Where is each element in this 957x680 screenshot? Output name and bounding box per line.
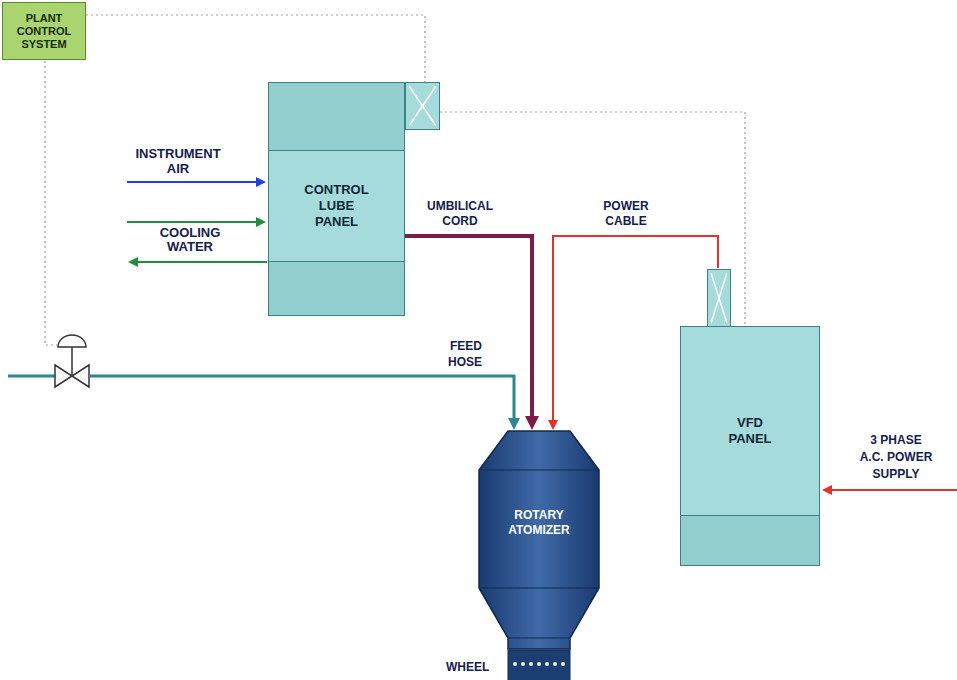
wheel-hole (513, 662, 517, 666)
terminal-cross (711, 273, 727, 323)
signal-line (45, 61, 57, 345)
terminal-mark (409, 86, 436, 126)
flow-label: FEED HOSE (424, 338, 482, 370)
cooling-water-in-arrow (127, 221, 256, 223)
control-system-box: PLANT CONTROL SYSTEM (2, 2, 86, 60)
terminal-mark (711, 273, 727, 323)
cooling-water-out-arrow (138, 261, 267, 263)
terminal-box (707, 269, 731, 327)
umbilical-cord (405, 236, 532, 416)
atomizer-seam (479, 470, 599, 638)
node-label: ROTARY ATOMIZER (489, 508, 589, 538)
signal-line (86, 15, 425, 82)
flow-label: COOLING WATER (140, 226, 240, 254)
node-text-area: ROTARY ATOMIZER (478, 492, 600, 554)
connector-label: POWER CABLE (596, 199, 656, 229)
node-label: VFD PANEL (720, 415, 780, 447)
wheel-body (508, 650, 570, 680)
instrument-air-arrow (127, 181, 256, 183)
node-label: CONTROL LUBE PANEL (297, 182, 377, 230)
power-supply-arrow (832, 489, 957, 491)
wheel-hole (529, 662, 533, 666)
node-label: PLANT CONTROL SYSTEM (9, 12, 79, 51)
panel-band (269, 83, 404, 151)
node-text-area: VFD PANEL (681, 367, 819, 495)
terminal-box (405, 82, 440, 130)
rotary-atomizer: ROTARY ATOMIZER (478, 430, 600, 650)
flow-label: INSTRUMENT AIR (128, 146, 228, 176)
vfd-panel: VFD PANEL (680, 326, 820, 566)
node-text-area: CONTROL LUBE PANEL (269, 151, 404, 261)
wheel-hole (537, 662, 541, 666)
control-valve (55, 335, 89, 387)
terminal-cross (409, 86, 436, 126)
signal-line (440, 112, 745, 326)
wheel-hole (521, 662, 525, 666)
valve-actuator (58, 335, 86, 347)
control-lube-panel: CONTROL LUBE PANEL (268, 82, 405, 316)
node-text-area: PLANT CONTROL SYSTEM (3, 3, 85, 59)
valve-stem (71, 347, 73, 376)
part-label: WHEEL (446, 660, 496, 675)
valve-body (55, 365, 72, 387)
wheel-hole (545, 662, 549, 666)
wheel-hole (561, 662, 565, 666)
flow-label: 3 PHASE A.C. POWER SUPPLY (858, 432, 934, 483)
atomizer-outline (478, 430, 600, 650)
atomizer-shell (479, 431, 599, 649)
panel-band (269, 261, 404, 315)
connector-label: UMBILICAL CORD (415, 199, 505, 229)
valve-body (72, 365, 89, 387)
wheel-hole (553, 662, 557, 666)
atomizer-wheel (508, 650, 570, 680)
panel-band (681, 515, 819, 565)
